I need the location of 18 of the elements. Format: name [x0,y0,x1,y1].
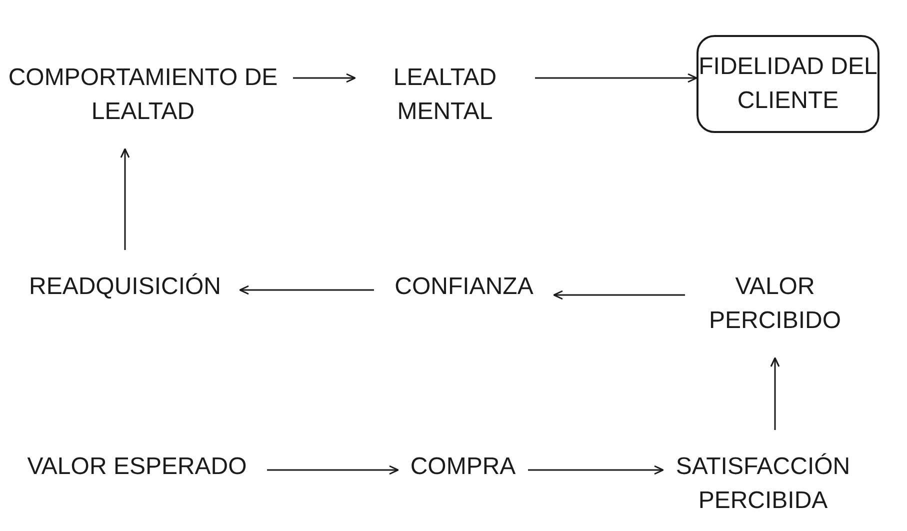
node-label: CONFIANZA [394,273,534,300]
arrow [553,290,685,300]
arrow [239,285,374,295]
node-label: COMPORTAMIENTO DE LEALTAD [8,64,278,125]
arrow [293,73,356,83]
node-label: COMPRA [410,453,516,480]
node-label: FIDELIDAD DEL CLIENTE [698,52,878,116]
node-label: VALOR ESPERADO [27,453,247,480]
arrow [267,465,399,475]
node-label: VALOR PERCIBIDO [708,273,842,334]
node-label: SATISFACCIÓN PERCIBIDA [676,453,850,514]
arrow [535,73,698,83]
arrow [120,148,130,250]
arrow [770,357,780,430]
node-label: READQUISICIÓN [28,273,222,300]
arrow [528,465,664,475]
rounded-box [696,35,880,133]
node-label: LEALTAD MENTAL [393,64,497,125]
